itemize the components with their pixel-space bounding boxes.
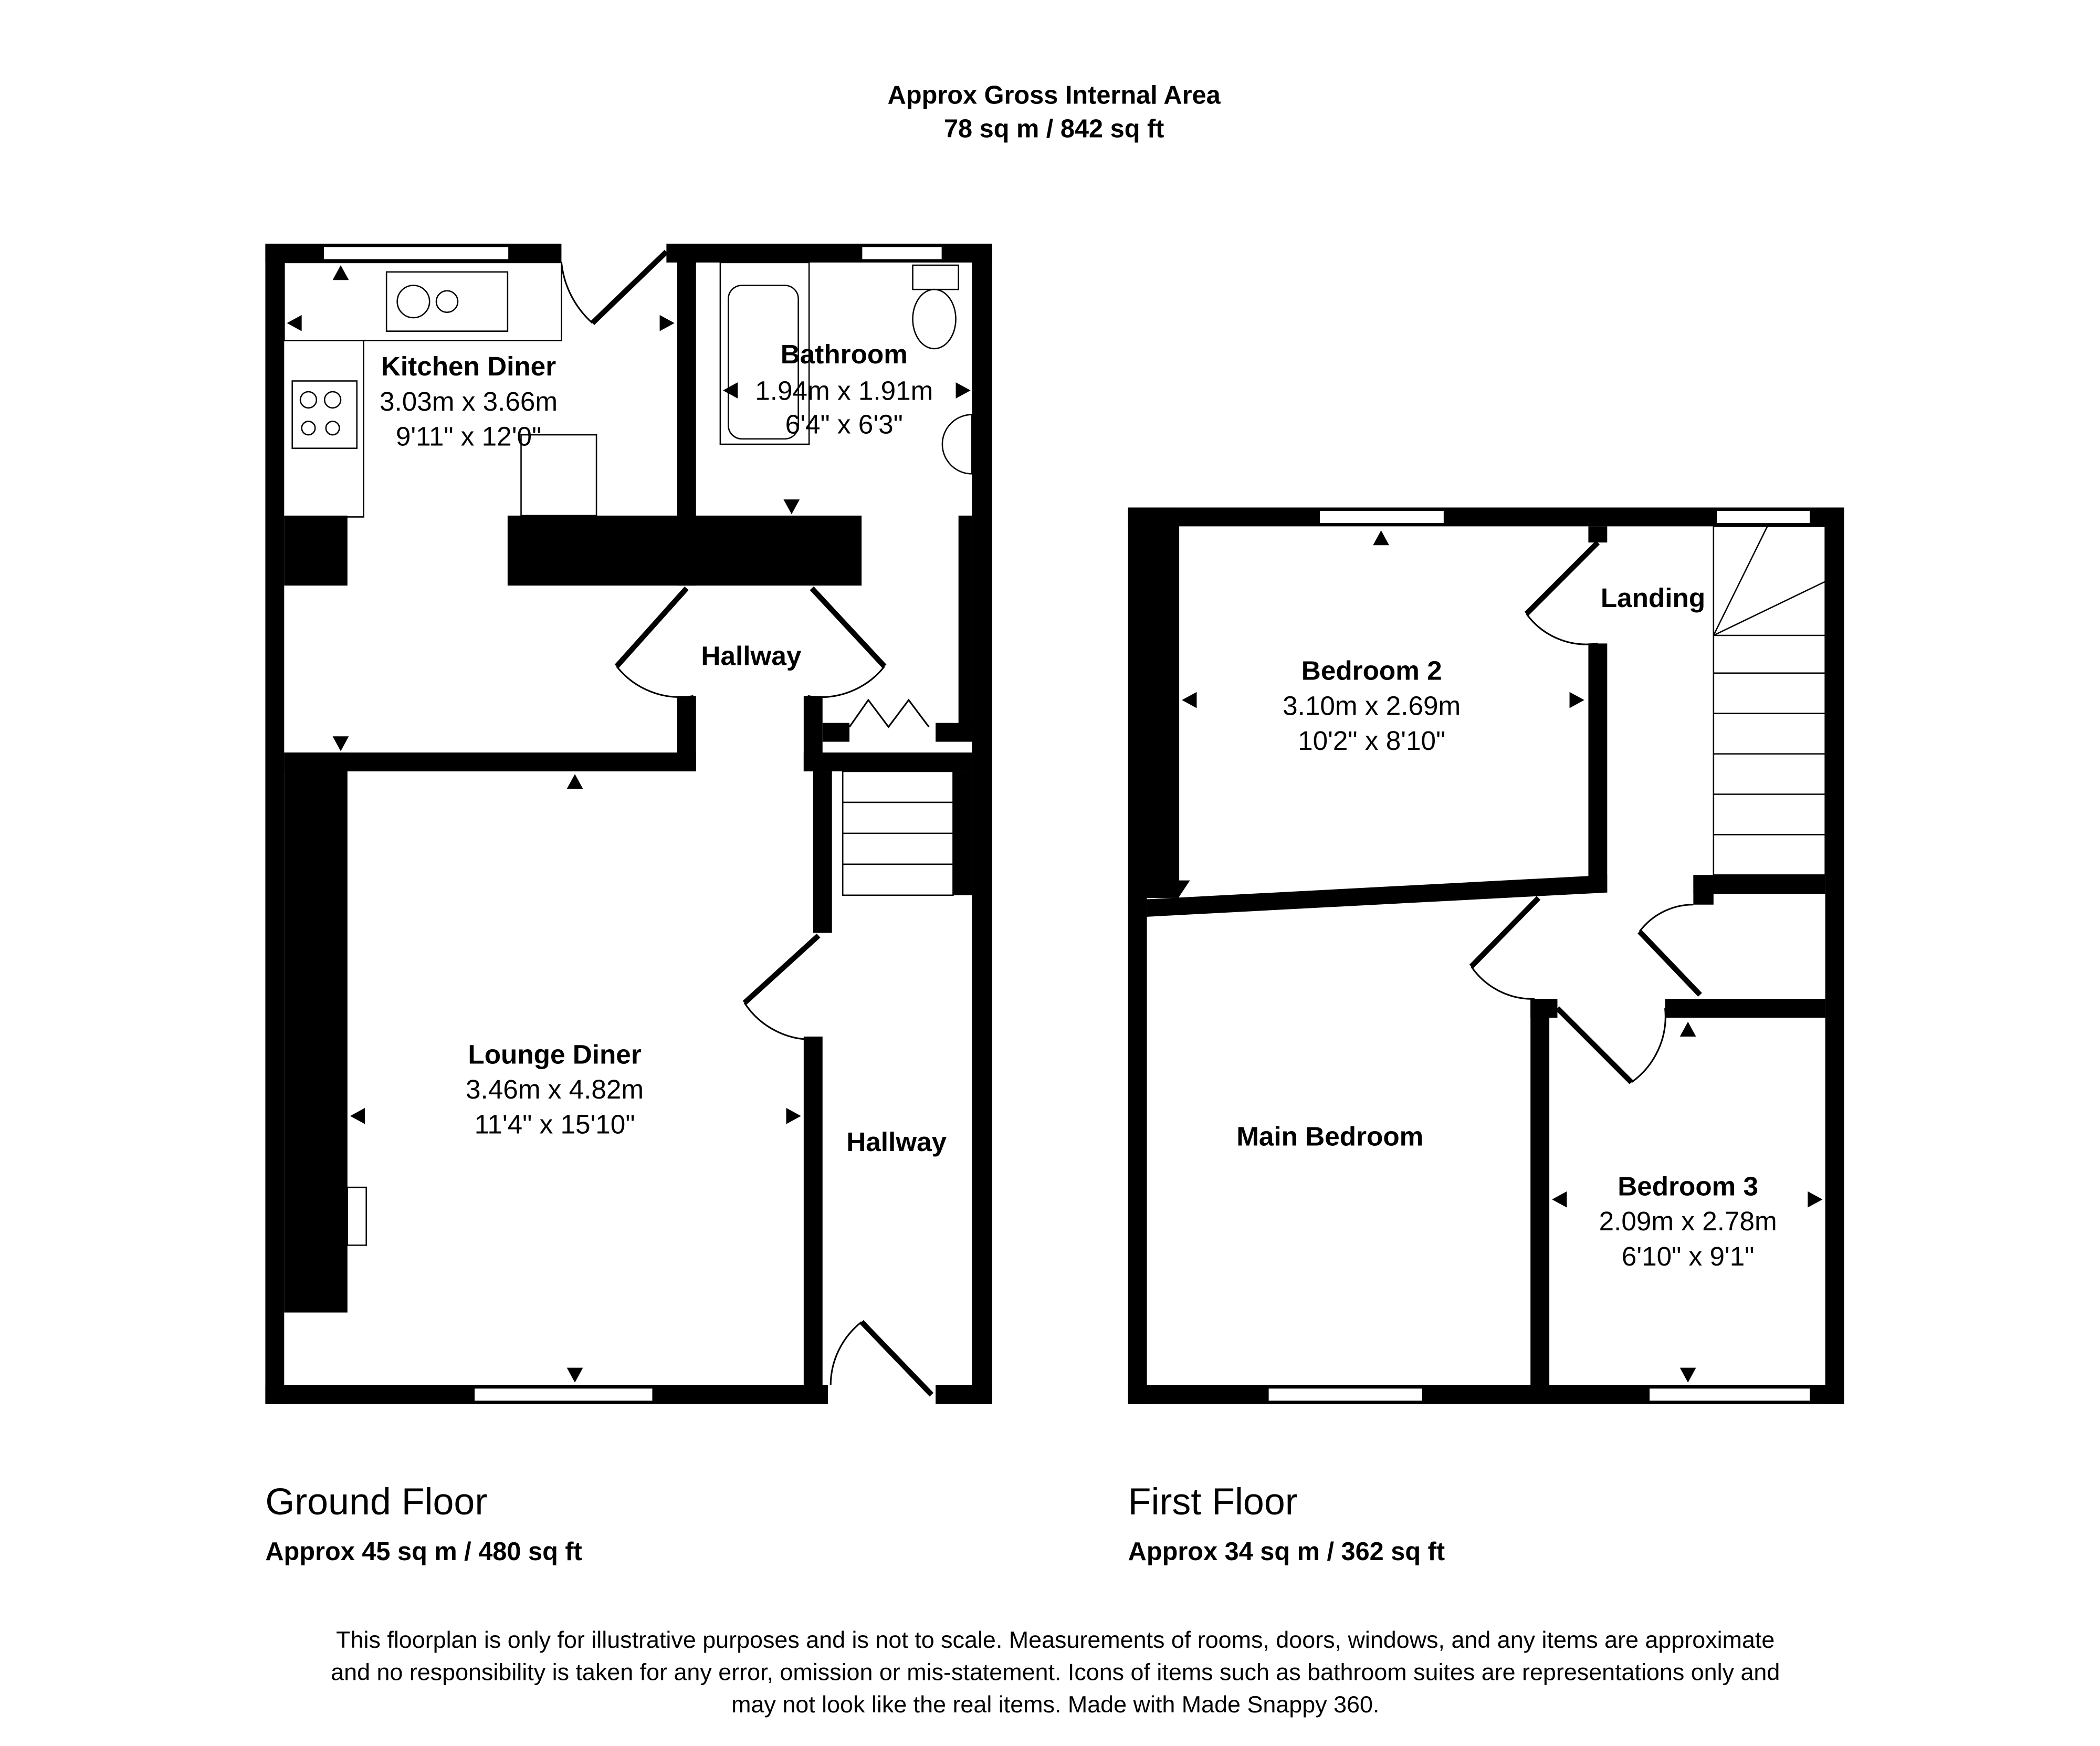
svg-text:1.94m x 1.91m: 1.94m x 1.91m — [755, 375, 933, 405]
bath-icon — [719, 262, 810, 445]
first-floor-title: First Floor — [1128, 1481, 1298, 1523]
svg-text:3.10m x 2.69m: 3.10m x 2.69m — [1283, 691, 1461, 720]
svg-text:This floorplan is only for ill: This floorplan is only for illustrative … — [336, 1626, 1774, 1653]
svg-text:may not look like the real ite: may not look like the real items. Made w… — [731, 1691, 1379, 1718]
ground-floor-area: Approx 45 sq m / 480 sq ft — [265, 1538, 582, 1566]
svg-text:Kitchen Diner: Kitchen Diner — [381, 351, 556, 381]
lounge-door-icon — [742, 933, 821, 1005]
main-bedroom-door-icon — [1469, 896, 1541, 969]
bedroom3-door-icon — [1555, 1006, 1634, 1084]
svg-text:and no responsibility is taken: and no responsibility is taken for any e… — [331, 1658, 1780, 1685]
room-landing: Landing — [1601, 583, 1705, 613]
svg-text:Lounge Diner: Lounge Diner — [468, 1039, 641, 1069]
kitchen-worktop — [284, 262, 597, 518]
dimension-arrows — [1176, 530, 1823, 1383]
toilet-icon — [912, 264, 959, 290]
room-lounge-diner: Lounge Diner 3.46m x 4.82m 11'4" x 15'10… — [466, 1039, 644, 1139]
hallway-door-icon — [614, 586, 689, 668]
dimension-arrows — [287, 265, 971, 1383]
bedroom2-door-icon — [1524, 540, 1600, 616]
bathroom-fixtures — [346, 262, 973, 1246]
room-bedroom-3: Bedroom 3 2.09m x 2.78m 6'10" x 9'1" — [1599, 1171, 1777, 1271]
kitchen-door-icon — [590, 249, 668, 325]
svg-text:6'4" x 6'3": 6'4" x 6'3" — [785, 409, 903, 439]
first-floor-area: Approx 34 sq m / 362 sq ft — [1128, 1538, 1445, 1566]
room-bedroom-2: Bedroom 2 3.10m x 2.69m 10'2" x 8'10" — [1283, 656, 1461, 756]
fireplace-icon — [346, 1186, 367, 1246]
sink-icon — [385, 271, 509, 332]
cupboard-door-icon — [1637, 929, 1702, 997]
hob-icon — [291, 380, 358, 449]
front-door-icon — [859, 1320, 934, 1397]
first-floor-stairs — [1713, 526, 1826, 876]
cupboard-door-icon — [848, 698, 930, 728]
bathroom-door-icon — [810, 586, 887, 668]
ground-floor-title: Ground Floor — [265, 1481, 487, 1523]
ground-stairs — [842, 770, 972, 896]
svg-text:Bedroom 3: Bedroom 3 — [1618, 1171, 1758, 1201]
basin-icon — [941, 414, 973, 475]
ground-floor-plan: Kitchen Diner 3.03m x 3.66m 9'11" x 12'0… — [265, 244, 992, 1404]
disclaimer: This floorplan is only for illustrative … — [331, 1626, 1780, 1718]
svg-text:10'2" x 8'10": 10'2" x 8'10" — [1298, 726, 1445, 756]
gross-area-title: Approx Gross Internal Area — [888, 81, 1221, 109]
svg-text:11'4" x 15'10": 11'4" x 15'10" — [475, 1110, 635, 1139]
room-bathroom: Bathroom 1.94m x 1.91m 6'4" x 6'3" — [755, 339, 933, 439]
gross-area-value: 78 sq m / 842 sq ft — [944, 114, 1164, 143]
svg-text:Bathroom: Bathroom — [781, 339, 908, 369]
room-hallway-upper: Hallway — [701, 641, 801, 671]
svg-text:2.09m x 2.78m: 2.09m x 2.78m — [1599, 1206, 1777, 1236]
svg-text:3.03m x 3.66m: 3.03m x 3.66m — [380, 386, 558, 416]
svg-text:6'10" x 9'1": 6'10" x 9'1" — [1622, 1241, 1755, 1271]
room-main-bedroom: Main Bedroom — [1236, 1122, 1423, 1152]
room-kitchen-diner: Kitchen Diner 3.03m x 3.66m 9'11" x 12'0… — [380, 351, 558, 451]
svg-text:Bedroom 2: Bedroom 2 — [1301, 656, 1442, 686]
svg-text:3.46m x 4.82m: 3.46m x 4.82m — [466, 1074, 644, 1104]
room-hallway-lower: Hallway — [846, 1127, 947, 1157]
svg-text:9'11" x 12'0": 9'11" x 12'0" — [396, 422, 541, 452]
first-floor-plan: Landing Bedroom 2 3.10m x 2.69m 10'2" x … — [1128, 507, 1844, 1404]
